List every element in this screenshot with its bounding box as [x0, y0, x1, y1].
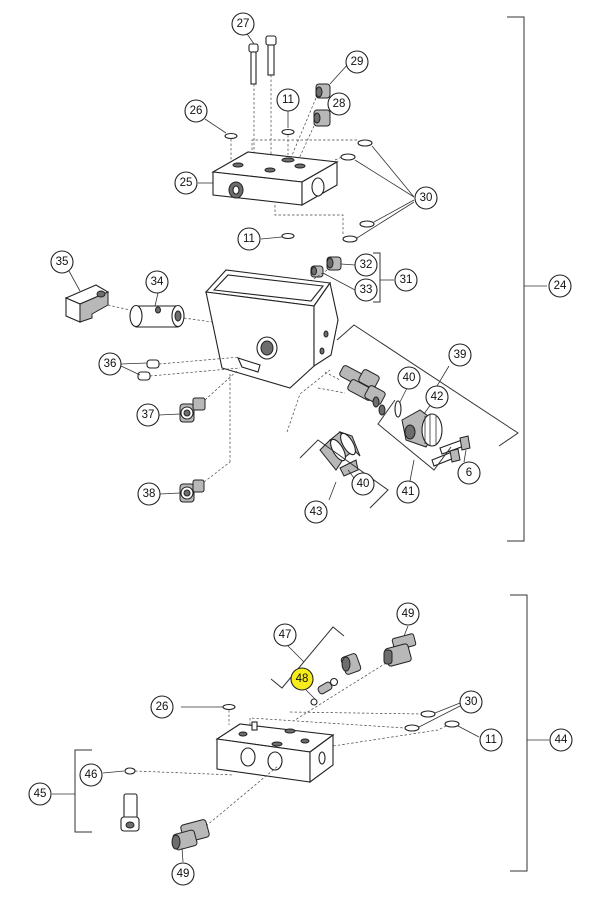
callout-41: 41 — [396, 480, 420, 504]
bracket-44 — [510, 594, 549, 872]
bracket-41 — [377, 399, 452, 482]
oring-40a — [394, 385, 409, 418]
orings-bottom — [181, 702, 480, 749]
callout-44: 44 — [549, 728, 573, 752]
svg-text:39: 39 — [454, 349, 467, 361]
callout-37: 37 — [136, 403, 160, 427]
callout-43: 43 — [304, 500, 328, 524]
callout-11-mid: 11 — [237, 227, 261, 251]
svg-text:36: 36 — [104, 358, 117, 370]
svg-text:26: 26 — [156, 701, 169, 713]
svg-text:49: 49 — [402, 608, 415, 620]
svg-text:45: 45 — [34, 788, 47, 800]
shaft-34 — [129, 292, 213, 328]
fitting-29 — [289, 62, 350, 161]
svg-text:46: 46 — [85, 769, 98, 781]
housing — [204, 269, 339, 389]
svg-text:24: 24 — [554, 280, 567, 292]
fitting-49-bottom — [171, 765, 279, 863]
svg-text:32: 32 — [360, 259, 373, 271]
pin-46 — [52, 749, 235, 833]
gear-42 — [401, 403, 443, 448]
svg-text:31: 31 — [400, 274, 413, 286]
callout-42: 42 — [425, 385, 449, 409]
pins-36 — [120, 356, 241, 381]
svg-text:26: 26 — [190, 105, 203, 117]
callout-25: 25 — [174, 171, 198, 195]
svg-text:30: 30 — [420, 192, 433, 204]
handle-35 — [64, 270, 131, 323]
callout-28: 28 — [327, 92, 351, 116]
callout-45: 45 — [28, 782, 52, 806]
svg-text:11: 11 — [282, 94, 294, 106]
valve-parts-43 — [299, 431, 389, 509]
svg-text:34: 34 — [151, 276, 164, 288]
svg-text:42: 42 — [431, 391, 444, 403]
callout-39: 39 — [448, 343, 472, 367]
callout-11-top: 11 — [276, 88, 300, 112]
callout-36: 36 — [98, 352, 122, 376]
manifold-block-25 — [198, 151, 339, 206]
oring-11-mid — [260, 232, 295, 240]
svg-text:27: 27 — [237, 18, 250, 30]
lower-block — [215, 721, 335, 784]
svg-text:11: 11 — [485, 734, 497, 746]
svg-text:33: 33 — [360, 284, 373, 296]
callout-11-bot: 11 — [479, 728, 503, 752]
callout-24: 24 — [548, 274, 572, 298]
callout-34: 34 — [145, 270, 169, 294]
fitting-28 — [295, 105, 331, 166]
svg-text:40: 40 — [403, 372, 416, 384]
callout-31: 31 — [394, 268, 418, 292]
callout-30-top: 30 — [414, 186, 438, 210]
callout-46: 46 — [79, 763, 103, 787]
screw-38 — [159, 372, 231, 503]
callout-48-highlighted: 48 — [290, 667, 314, 691]
callout-40-a: 40 — [397, 366, 421, 390]
insert-48 — [305, 653, 362, 706]
svg-text:29: 29 — [351, 56, 364, 68]
svg-text:37: 37 — [142, 409, 155, 421]
svg-text:38: 38 — [143, 488, 156, 500]
callout-35: 35 — [50, 250, 74, 274]
svg-text:28: 28 — [333, 98, 346, 110]
orings-30-top — [251, 139, 415, 243]
svg-text:35: 35 — [56, 256, 69, 268]
svg-text:48: 48 — [296, 673, 309, 685]
valve-assembly — [286, 365, 386, 433]
bracket-24 — [507, 16, 547, 542]
callout-26-bot: 26 — [150, 695, 174, 719]
callout-30-bot: 30 — [459, 690, 483, 714]
svg-text:43: 43 — [310, 506, 323, 518]
bracket-39 — [336, 324, 519, 447]
callout-26-top: 26 — [184, 99, 208, 123]
callout-40-b: 40 — [351, 472, 375, 496]
callout-33: 33 — [354, 278, 378, 302]
callout-6: 6 — [457, 461, 481, 485]
callout-38: 38 — [137, 482, 161, 506]
fitting-49-top — [294, 625, 417, 721]
svg-text:44: 44 — [555, 734, 568, 746]
callout-29: 29 — [345, 50, 369, 74]
callout-49-top: 49 — [396, 602, 420, 626]
svg-text:25: 25 — [180, 177, 193, 189]
svg-text:49: 49 — [177, 868, 190, 880]
svg-text:41: 41 — [402, 486, 415, 498]
svg-text:30: 30 — [465, 696, 478, 708]
screw-37 — [158, 369, 239, 423]
svg-text:40: 40 — [357, 478, 370, 490]
callout-49-bot: 49 — [171, 862, 195, 886]
svg-text:11: 11 — [243, 233, 255, 245]
callout-27: 27 — [231, 12, 255, 36]
svg-text:47: 47 — [279, 629, 292, 641]
fittings-32-33 — [304, 252, 394, 303]
callout-32: 32 — [354, 253, 378, 277]
bracket-47 — [270, 626, 345, 689]
callout-47: 47 — [273, 623, 297, 647]
svg-text:6: 6 — [466, 467, 472, 479]
